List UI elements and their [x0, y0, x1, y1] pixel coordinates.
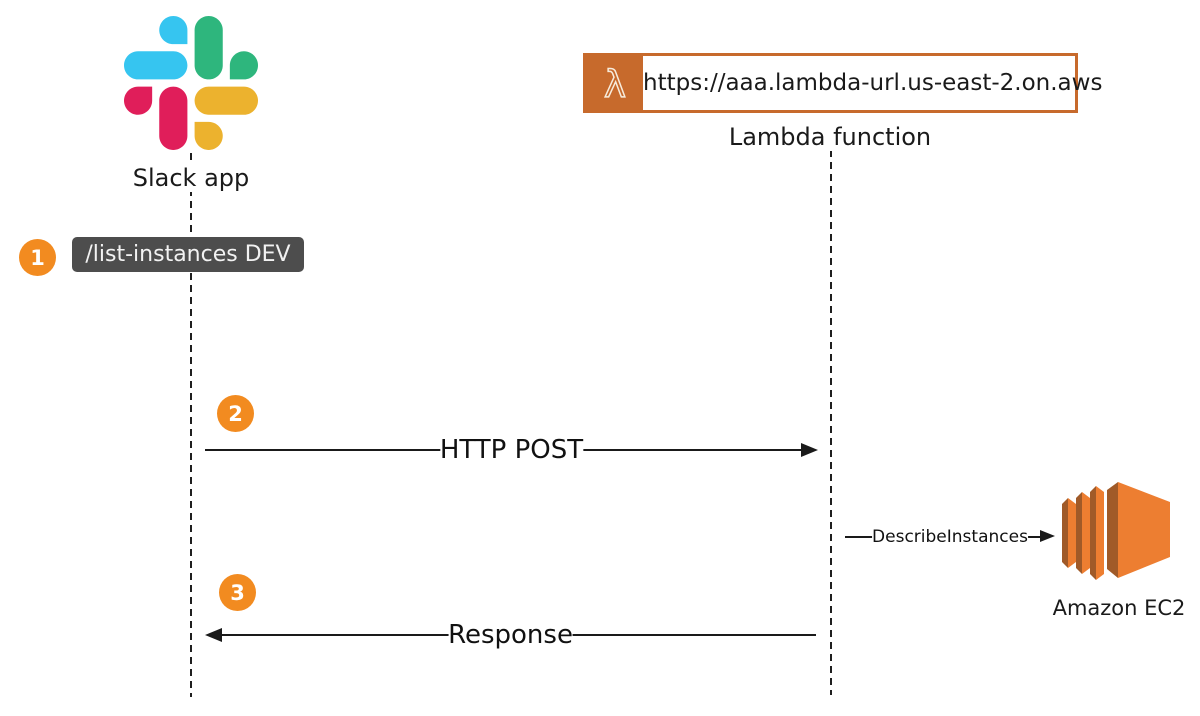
response-label: Response: [448, 620, 573, 650]
http-post-label: HTTP POST: [439, 435, 584, 465]
amazon-ec2-icon: [1062, 482, 1170, 580]
slack-app-label: Slack app: [111, 164, 271, 192]
slack-lifeline: [190, 153, 192, 697]
slash-command-badge: /list-instances DEV: [72, 237, 304, 272]
slack-logo-icon: [124, 16, 258, 150]
http-post-arrow: HTTP POST: [205, 436, 818, 464]
step-2-circle: 2: [217, 395, 254, 432]
lambda-icon: λ: [586, 56, 643, 110]
describe-instances-label: DescribeInstances: [872, 526, 1028, 548]
response-arrow: Response: [205, 621, 816, 649]
arrowhead-right-icon: [1040, 530, 1055, 542]
arrowhead-left-icon: [205, 628, 222, 642]
lambda-url-box: λ https://aaa.lambda-url.us-east-2.on.aw…: [583, 53, 1102, 113]
amazon-ec2-label: Amazon EC2: [1040, 594, 1198, 622]
lambda-url-text: https://aaa.lambda-url.us-east-2.on.aws: [643, 70, 1103, 96]
arrowhead-right-icon: [801, 443, 818, 457]
lambda-function-label: Lambda function: [720, 123, 940, 151]
step-3-circle: 3: [219, 574, 256, 611]
step-1-circle: 1: [19, 239, 56, 276]
svg-text:λ: λ: [604, 63, 626, 106]
lambda-lifeline: [830, 150, 832, 695]
describe-instances-arrow: DescribeInstances: [845, 526, 1055, 548]
